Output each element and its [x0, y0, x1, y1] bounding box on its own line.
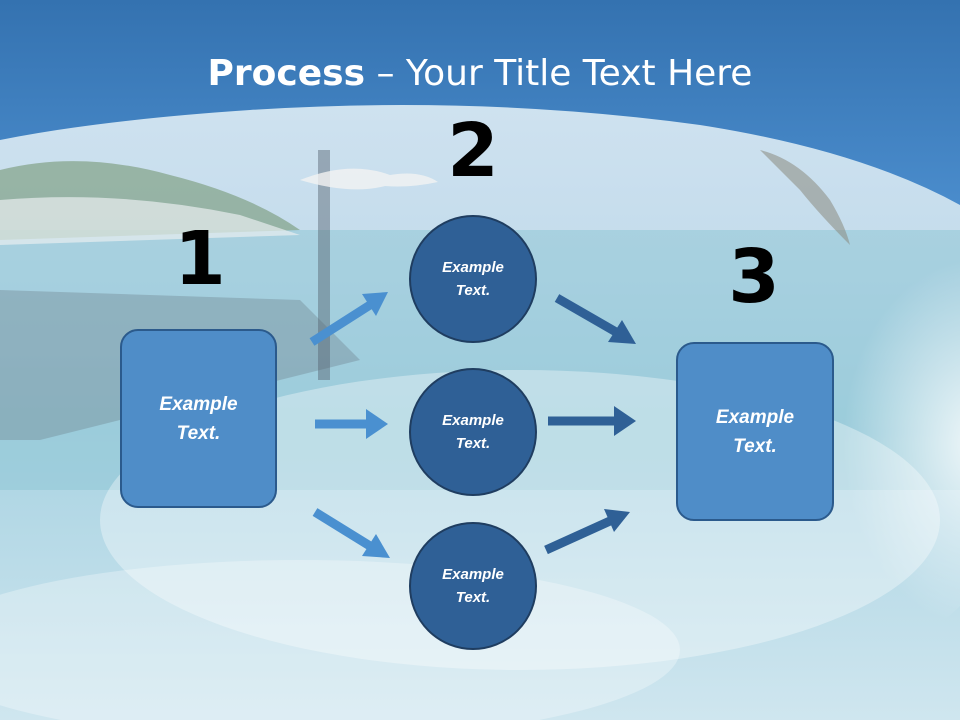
circle-bottom-line1: Example	[442, 566, 504, 583]
step-number-2: 2	[447, 108, 499, 194]
arrow-bottom-to-right	[544, 509, 630, 555]
box-start-line2: Text.	[176, 422, 221, 444]
circle-bottom-line2: Text.	[455, 589, 491, 606]
arrow-top-to-right	[554, 294, 636, 344]
box-end-line1: Example	[715, 406, 795, 428]
box-start-line1: Example	[159, 393, 238, 415]
circle-middle-line1: Example	[442, 412, 504, 429]
arrow-left-to-top	[309, 292, 388, 346]
step-number-1: 1	[174, 216, 226, 302]
circle-middle-line2: Text.	[455, 435, 491, 452]
circle-top-line1: Example	[442, 259, 504, 276]
process-box-start: Example Text.	[120, 329, 277, 508]
circle-top-line2: Text.	[455, 282, 491, 299]
process-box-end: Example Text.	[676, 342, 834, 521]
title-bold: Process	[207, 53, 366, 94]
process-circle-middle: Example Text.	[409, 368, 537, 496]
step-number-3: 3	[728, 234, 780, 320]
title-separator: –	[365, 53, 406, 94]
arrow-middle-to-right	[548, 406, 636, 436]
title-rest: Your Title Text Here	[405, 53, 753, 94]
process-circle-top: Example Text.	[409, 215, 537, 343]
arrow-left-to-middle	[315, 409, 388, 439]
process-circle-bottom: Example Text.	[409, 522, 537, 650]
arrow-left-to-bottom	[312, 508, 390, 558]
slide-title: Process – Your Title Text Here	[0, 50, 960, 98]
box-end-line2: Text.	[733, 435, 777, 457]
